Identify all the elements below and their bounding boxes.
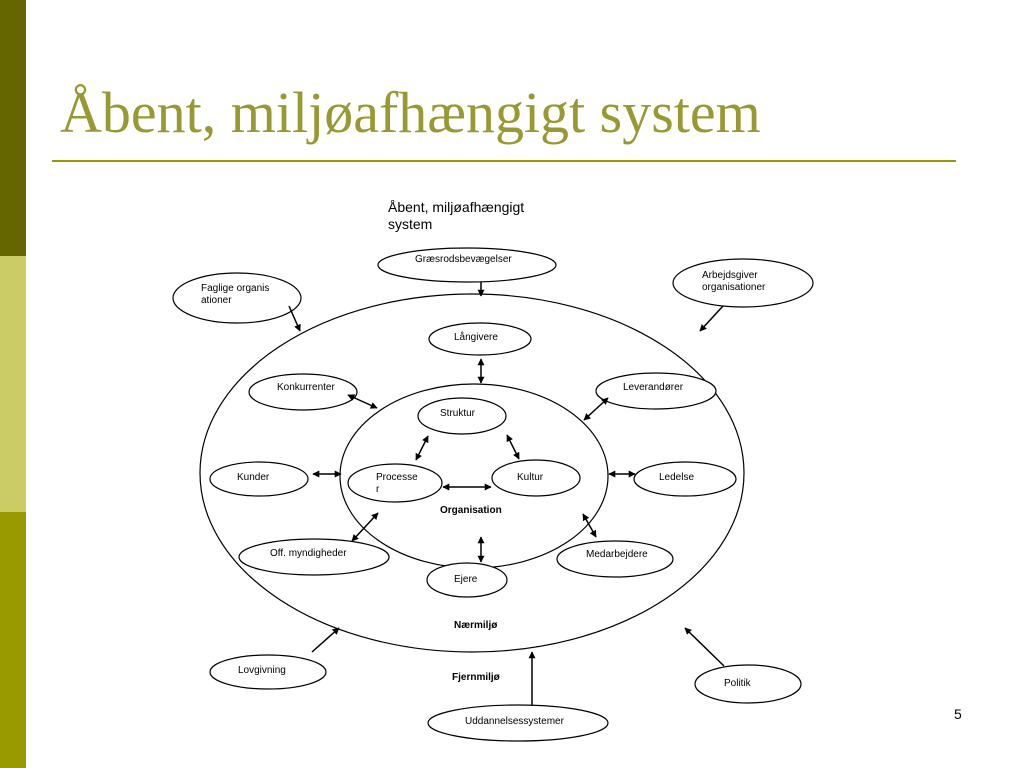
label-konkurrenter: Konkurrenter <box>277 382 335 393</box>
arrow-struktur-kultur <box>506 434 520 460</box>
label-arbejdsgiver: Arbejdsgiver organisationer <box>702 270 766 293</box>
label-lovgivning: Lovgivning <box>238 665 286 676</box>
label-organisation: Organisation <box>440 505 502 516</box>
node-struktur <box>417 397 507 435</box>
label-struktur: Struktur <box>440 408 476 419</box>
label-fjernmiljo: Fjernmiljø <box>452 672 500 683</box>
node-graesrods <box>377 247 557 283</box>
arrow-medarbejdere <box>582 513 597 538</box>
diagram-caption: Åbent, miljøafhængigt system <box>388 199 525 232</box>
node-konkurrenter <box>248 373 358 411</box>
title-rule <box>52 160 956 162</box>
arrow-leverandorer <box>583 397 609 421</box>
label-ledelse: Ledelse <box>659 472 695 483</box>
label-medarbejdere: Medarbejdere <box>586 549 648 560</box>
node-processer <box>347 463 443 503</box>
label-naermiljo: Nærmiljø <box>454 620 498 631</box>
label-ejere: Ejere <box>454 574 478 585</box>
node-faglige <box>172 272 302 324</box>
node-leverandorer <box>595 372 717 410</box>
label-langivere: Långivere <box>454 332 498 343</box>
page-number: 5 <box>954 706 962 722</box>
slide-title: Åbent, miljøafhængigt system <box>60 80 761 145</box>
node-politik <box>694 664 802 704</box>
ring-naermiljo <box>199 293 745 653</box>
node-kunder <box>209 461 309 497</box>
node-medarbejdere <box>556 540 674 578</box>
label-kultur: Kultur <box>517 472 544 483</box>
node-arbejdsgiver <box>672 258 814 308</box>
decor-bar-bottom <box>0 512 26 768</box>
label-faglige: Faglige organisationer <box>201 283 270 306</box>
arrow-faglige <box>288 305 301 332</box>
arrow-off-myndigheder <box>351 512 379 542</box>
arrow-lovgivning <box>311 627 340 653</box>
label-leverandorer: Leverandører <box>623 382 684 393</box>
node-kultur <box>491 459 581 497</box>
label-processer: Processer <box>376 472 418 495</box>
arrow-konkurrenter <box>347 394 378 409</box>
arrow-arbejdsgiver <box>699 305 724 332</box>
node-lovgivning <box>209 654 327 690</box>
arrow-politik <box>684 627 725 667</box>
decor-bar-top <box>0 0 26 256</box>
arrow-struktur-processer <box>415 435 429 461</box>
node-off-myndigheder <box>238 538 390 576</box>
label-uddannelse: Uddannelsessystemer <box>465 716 564 727</box>
decor-bar-middle <box>0 256 26 512</box>
node-ledelse <box>633 461 737 497</box>
node-ejere <box>426 562 508 598</box>
label-graesrods: Græsrodsbevægelser <box>415 254 512 265</box>
label-politik: Politik <box>724 678 751 689</box>
node-langivere <box>428 322 532 356</box>
node-uddannelse <box>427 704 609 742</box>
label-off-myndigheder: Off. myndigheder <box>270 548 347 559</box>
label-kunder: Kunder <box>237 472 270 483</box>
